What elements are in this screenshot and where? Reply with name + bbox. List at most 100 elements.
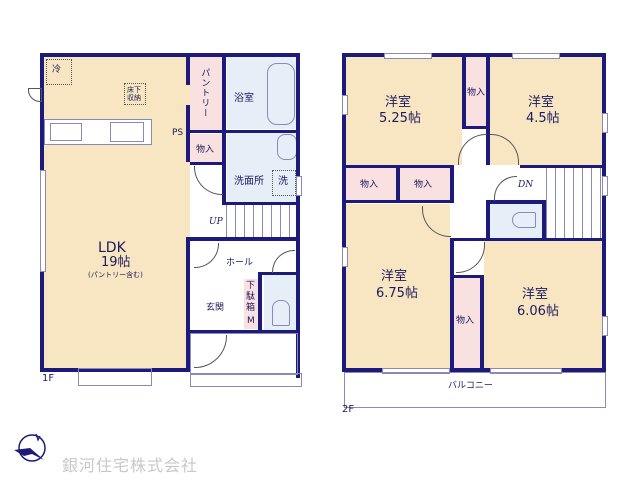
wall — [186, 105, 190, 162]
window — [602, 316, 608, 336]
toilet-icon-2f — [512, 212, 536, 228]
room-5-25 — [346, 57, 462, 165]
hall-label: ホール — [226, 258, 254, 268]
storage-2f-left — [346, 168, 396, 200]
storage-1f — [190, 134, 222, 164]
underfloor-storage — [124, 83, 146, 105]
floor-2-plan: 洋室 5.25帖 洋室 4.5帖 物入 物入 物入 DN 洋室 6.75帖 洋室… — [342, 53, 608, 415]
room4-size: 6.06帖 — [517, 304, 559, 319]
wall — [296, 53, 300, 378]
wall — [186, 237, 300, 241]
wall — [486, 200, 490, 240]
wall — [486, 53, 490, 165]
shoebox-label-3: 箱 — [246, 303, 256, 313]
wall — [486, 200, 546, 204]
room4-name: 洋室 — [522, 287, 549, 302]
washer-space — [272, 170, 296, 196]
wall — [480, 275, 484, 372]
stove-icon — [50, 123, 82, 141]
window — [382, 368, 450, 374]
wall — [222, 53, 226, 205]
floor-2-label: 2F — [342, 404, 355, 415]
ldk-label: LDK — [98, 240, 126, 256]
storage-label-left: 物入 — [360, 180, 379, 190]
ldk-room-upper — [44, 57, 190, 237]
window — [342, 247, 348, 267]
fridge-label: 冷 — [52, 65, 62, 75]
fridge-space — [46, 59, 72, 85]
storage-2f-bottom — [454, 278, 480, 368]
entrance-step — [190, 373, 302, 387]
stairs-2f[interactable] — [546, 168, 602, 240]
shoebox-label-2: 駄 — [246, 292, 256, 302]
wall — [542, 200, 546, 240]
balcony — [344, 372, 606, 408]
room2-size: 4.5帖 — [526, 111, 560, 126]
wall — [454, 275, 484, 278]
ps-label: PS — [172, 128, 184, 138]
wall — [602, 53, 606, 372]
entrance-label: 玄関 — [206, 303, 225, 313]
storage-label-bottom: 物入 — [456, 316, 475, 326]
door-toilet-2f[interactable] — [494, 176, 517, 201]
hallway-2f — [454, 168, 490, 240]
underfloor-label-2: 収納 — [127, 94, 141, 102]
floor-1-plan: 冷 床下 収納 パントリー PS 物入 浴室 洗面所 洗 UP LDK 19帖 … — [0, 0, 320, 400]
window-bay — [78, 368, 152, 386]
underfloor-label-1: 床下 — [127, 86, 141, 94]
window — [384, 53, 432, 59]
wall — [190, 330, 298, 333]
storage-label-1f: 物入 — [196, 145, 215, 155]
pantry-label: パントリー — [199, 68, 210, 118]
wall — [396, 165, 400, 203]
storage-label-top: 物入 — [467, 88, 486, 98]
toilet-1f — [264, 275, 296, 330]
window — [512, 53, 560, 59]
up-label: UP — [209, 217, 223, 227]
window — [602, 176, 608, 196]
window — [296, 176, 302, 196]
wall — [258, 272, 298, 275]
room3-name: 洋室 — [381, 269, 408, 284]
washer-label: 洗 — [278, 176, 288, 187]
stairs-1f[interactable] — [226, 205, 297, 240]
meter-label: M — [247, 316, 255, 326]
company-logo — [10, 430, 50, 466]
floor-1-label: 1F — [42, 373, 55, 384]
wall — [462, 126, 490, 129]
entrance-porch — [190, 333, 298, 375]
wall — [450, 238, 454, 372]
room3-size: 6.75帖 — [376, 286, 418, 301]
bath-label: 浴室 — [234, 93, 254, 104]
wall — [40, 53, 300, 57]
room1-size: 5.25帖 — [379, 111, 421, 126]
room1-name: 洋室 — [385, 95, 412, 110]
wall — [462, 53, 466, 129]
ldk-note: (パントリー含む) — [88, 271, 143, 279]
wall — [342, 53, 346, 372]
window — [602, 113, 608, 133]
sink-icon — [110, 122, 144, 142]
bathtub-icon — [267, 63, 295, 125]
wall — [342, 368, 606, 372]
door-room-5-25[interactable] — [458, 134, 487, 165]
wall — [520, 165, 606, 168]
wall — [190, 162, 226, 165]
room2-name: 洋室 — [528, 95, 555, 110]
storage-2f-mid — [400, 168, 450, 200]
washroom-label: 洗面所 — [234, 176, 264, 187]
window — [342, 95, 348, 115]
toilet-icon — [272, 300, 290, 326]
wall — [450, 165, 454, 203]
bird-logo-icon — [14, 433, 46, 462]
ldk-size: 19帖 — [101, 255, 131, 270]
wall — [342, 53, 606, 57]
window — [490, 368, 562, 374]
wall — [258, 272, 262, 332]
company-name: 銀河住宅株式会社 — [62, 456, 199, 475]
wall — [186, 53, 190, 85]
balcony-label: バルコニー — [448, 381, 493, 391]
washroom — [227, 132, 297, 202]
shoe-cabinet — [244, 279, 258, 329]
wall — [222, 202, 298, 205]
